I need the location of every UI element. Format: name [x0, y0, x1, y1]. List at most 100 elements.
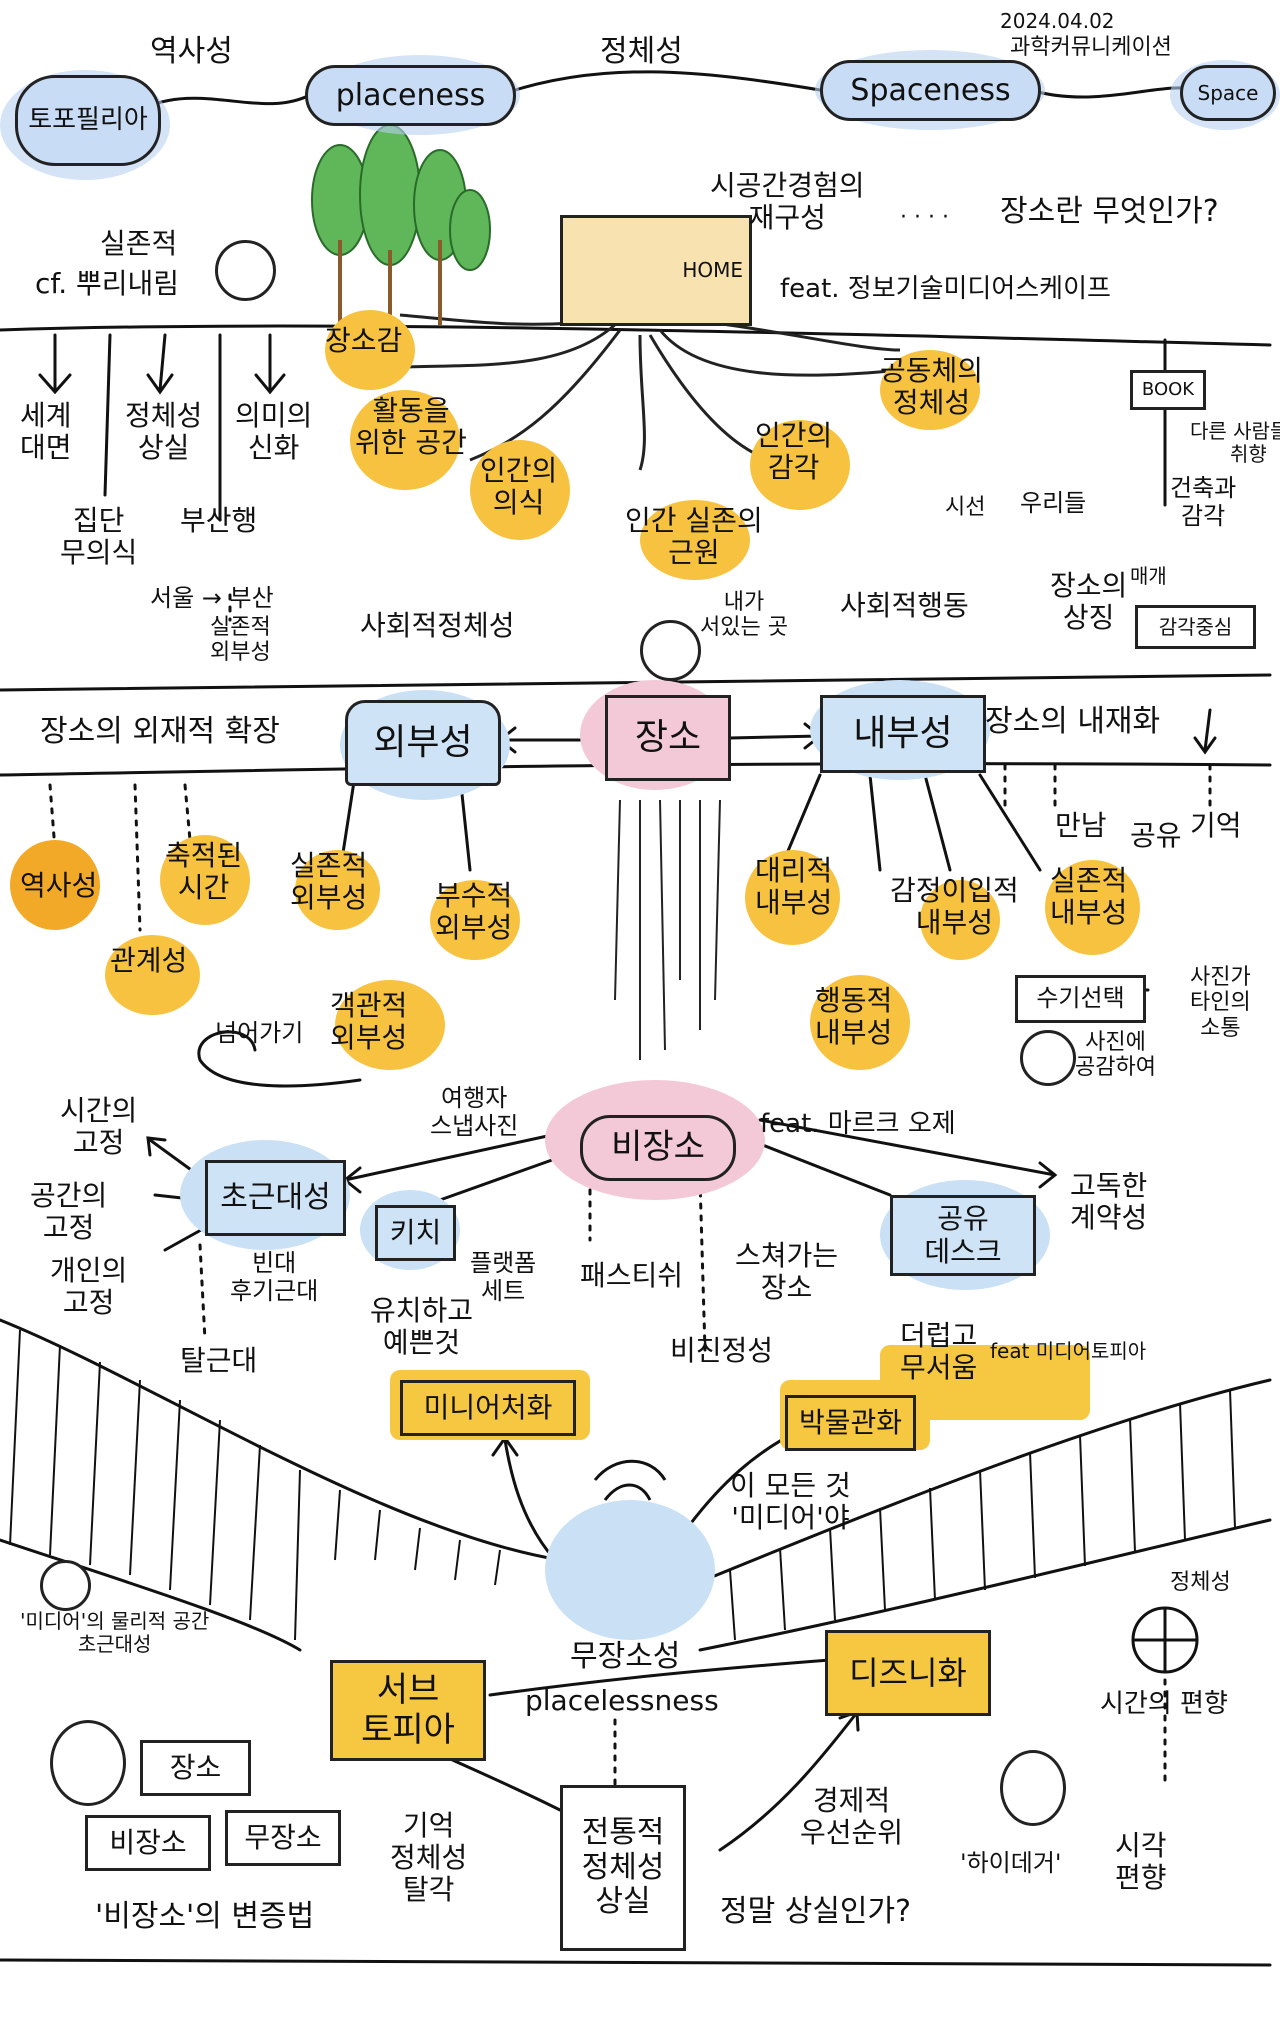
miniaturize-box: 미니어처화 — [400, 1380, 576, 1436]
inner-item-share: 공유 — [1130, 819, 1182, 852]
existential-label: 실존적 — [100, 227, 178, 260]
gaze-label: 시선 — [945, 495, 986, 520]
space-act-blob — [350, 390, 460, 490]
objective-out-blob — [335, 980, 445, 1070]
really-lost-label: 정말 상실인가? — [720, 1894, 912, 1929]
sense-arch-label: 건축과 감각 — [1170, 474, 1237, 530]
identity-loss-label: 정체성 상실 — [125, 399, 203, 465]
efficiency-label: 경제적 우선순위 — [800, 1784, 904, 1850]
place-label-box: 장소 — [140, 1740, 251, 1796]
exist-origin-label: 인간 실존의 근원 — [625, 504, 763, 570]
middle-band-top — [0, 673, 1272, 692]
human-conscious-label: 인간의 의식 — [480, 454, 558, 520]
media-blob — [545, 1500, 715, 1640]
spatial-exp-label: 시공간경험의 재구성 — [710, 169, 865, 235]
relation-node: 관계성 — [110, 944, 188, 977]
busan-label: 부산행 — [180, 504, 258, 537]
seoul-busan-label: 서울 → 부산 — [150, 584, 274, 612]
space-for-act-label: 활동을 위한 공간 — [355, 394, 467, 460]
exist-in-blob — [1045, 860, 1140, 955]
empathic-in-node: 감정이입적 내부성 — [890, 874, 1019, 940]
bindae-label: 빈대 후기근대 — [230, 1249, 319, 1305]
collective-label: 집단 무의식 — [60, 504, 138, 570]
feat-media-label: feat. 정보기술미디어스케이프 — [780, 274, 1111, 304]
student-face-icon — [50, 1720, 126, 1806]
objective-out-node: 객관적 외부성 — [330, 989, 408, 1055]
sense-center-box: 감각중심 — [1135, 605, 1256, 649]
inside-box: 내부성 — [820, 695, 986, 773]
spaceness-cloud: Spaceness — [820, 60, 1041, 121]
dots-label: · · · · — [900, 205, 949, 230]
smiley-face-icon — [215, 240, 276, 301]
topophilia-cloud: 토포필리아 — [15, 75, 161, 166]
space-cloud: Space — [1180, 65, 1276, 121]
exist-outside-label: 실존적 외부성 — [210, 615, 271, 666]
incidental-out-blob — [430, 880, 520, 960]
traveler-label: 여행자 스냅사진 — [430, 1084, 519, 1140]
rootedness-label: cf. 뿌리내림 — [35, 267, 180, 300]
kitsch-box: 키치 — [375, 1205, 456, 1261]
social-action-label: 사회적행동 — [840, 589, 969, 622]
behavioral-in-blob — [810, 975, 910, 1070]
placelessness-kr-label: 무장소성 — [570, 1639, 681, 1674]
place-symbol-label: 장소의 상징 — [1050, 569, 1128, 635]
historicity-header: 역사성 — [150, 34, 233, 69]
photo-other-label: 사진가 타인의 소통 — [1190, 965, 1251, 1041]
face-icon — [40, 1560, 91, 1611]
hypermodern-box: 초근대성 — [205, 1160, 346, 1236]
historicity-blob — [10, 840, 100, 930]
dialectic-label: '비장소'의 변증법 — [95, 1899, 315, 1934]
disneyfy-box: 디즈니화 — [825, 1630, 991, 1716]
community-blob — [880, 350, 980, 430]
course-text: 과학커뮤니케이션 — [1010, 35, 1172, 60]
human-conscious-blob — [470, 440, 570, 540]
loneliness-label: 고독한 계약성 — [1070, 1169, 1148, 1235]
noplace-label-box: 무장소 — [225, 1810, 341, 1866]
human-sense-label: 인간의 감각 — [755, 419, 833, 485]
behavioral-in-node: 행동적 내부성 — [815, 984, 893, 1050]
photo-empathy-label: 사진에 공감하여 — [1075, 1030, 1156, 1081]
nonplace-label-box: 비장소 — [85, 1815, 211, 1871]
vicarious-in-node: 대리적 내부성 — [755, 854, 833, 920]
desk-box: 공유 데스크 — [890, 1195, 1036, 1276]
exist-in-node: 실존적 내부성 — [1050, 864, 1128, 930]
community-label: 공동체의 정체성 — [880, 354, 984, 420]
incidental-out-node: 부수적 외부성 — [435, 879, 513, 945]
inner-item-memory: 기억 — [1190, 809, 1242, 842]
accum-time-node: 축적된 시간 — [165, 839, 243, 905]
band-left-top — [0, 1318, 562, 1562]
vicarious-in-blob — [745, 850, 840, 945]
hand-choice-box: 수기선택 — [1015, 975, 1146, 1023]
inner-inter-label: 장소의 내재화 — [985, 704, 1161, 739]
other-tastes-label: 다른 사람들의 취향 — [1190, 419, 1280, 466]
desk-note-label: 더럽고 무서움 — [900, 1319, 978, 1385]
memory-loss-label: 기억 정체성 탈각 — [390, 1809, 468, 1907]
relation-blob — [105, 935, 200, 1015]
top-ground-line — [0, 324, 1272, 347]
cute-label: 유치하고 예쁜것 — [370, 1294, 474, 1360]
personal-fix-label: 개인의 고정 — [50, 1254, 128, 1320]
accum-time-blob — [160, 835, 250, 925]
depth-label: 탈근대 — [180, 1344, 258, 1377]
heidegger-face-icon — [1000, 1750, 1066, 1826]
person-face-icon — [640, 620, 701, 681]
world-label: 세계 대면 — [20, 399, 72, 465]
subtopia-box: 서브 토피아 — [330, 1660, 486, 1761]
exist-out-blob — [295, 850, 380, 930]
outer-expand-label: 장소의 외재적 확장 — [40, 714, 280, 749]
where-i-stand-label: 내가 서있는 곳 — [700, 590, 788, 641]
human-sense-blob — [750, 420, 850, 510]
band-left-bottom — [0, 1538, 302, 1652]
band-right-bottom — [698, 1518, 1272, 1652]
historicity-node: 역사성 — [20, 869, 98, 902]
place-box: 장소 — [605, 695, 731, 781]
we-label: 우리들 — [1020, 489, 1087, 517]
space-dimension-label: 공간의 고정 — [30, 1179, 108, 1245]
museumize-box: 박물관화 — [785, 1395, 916, 1451]
identity2-label: 정체성 — [1170, 1570, 1231, 1595]
inauthentic-label: 비진정성 — [670, 1334, 774, 1367]
date-text: 2024.04.02 — [1000, 9, 1115, 33]
exist-out-node: 실존적 외부성 — [290, 849, 368, 915]
